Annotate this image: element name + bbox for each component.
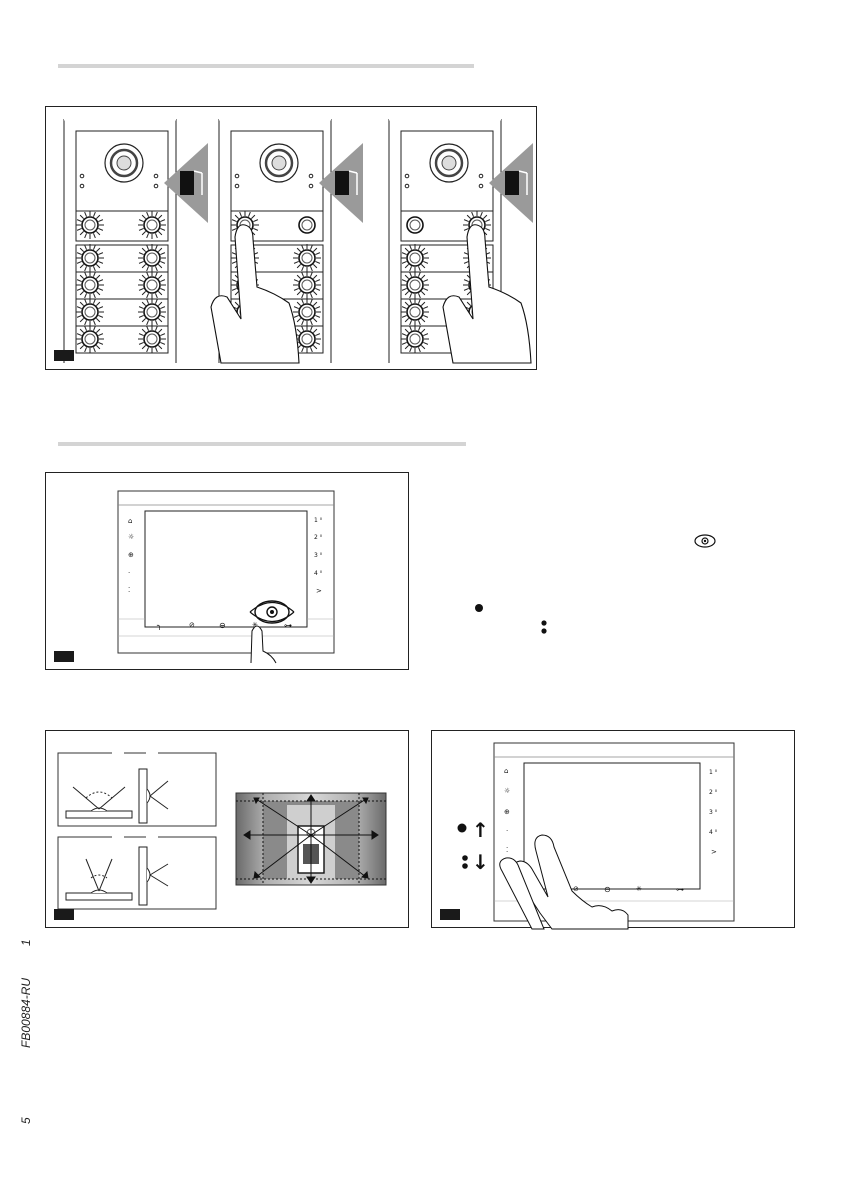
monitor-left-key-4[interactable]: · [506, 827, 508, 835]
single-dot-icon [474, 603, 484, 613]
figure-monitor-view: ⌂ ☼ ⊕ · ⁚ 1 ⁰ 2 ⁰ 3 ⁰ 4 ⁰ > ╮ ⊘ ⊖ ✳ ⊶ [45, 472, 409, 670]
monitor-bottom-key-4[interactable]: ✳ [636, 885, 642, 893]
monitor-left-key-1[interactable]: ⌂ [128, 517, 132, 525]
monitor-right-key-4[interactable]: 4 ⁰ [709, 829, 717, 836]
monitor-left-key-3[interactable]: ⊕ [504, 808, 510, 816]
monitor-left-key-2[interactable]: ☼ [128, 533, 134, 541]
monitor-bottom-key-3[interactable]: ⊖ [219, 621, 226, 630]
monitor-left-key-1[interactable]: ⌂ [504, 767, 508, 775]
monitor-right-key-1[interactable]: 1 ⁰ [314, 517, 322, 524]
figure-entrance-panel [45, 106, 537, 370]
page-number: 5 [19, 1117, 33, 1124]
monitor-bottom-key-2[interactable]: ⊘ [189, 621, 195, 629]
camera-angle-illustration [46, 731, 410, 929]
monitor-right-key-3[interactable]: 3 ⁰ [314, 552, 322, 559]
entrance-panel-illustration [46, 107, 538, 371]
figure-scroll-control: ⌂ ☼ ⊕ · ⁚ 1 ⁰ 2 ⁰ 3 ⁰ 4 ⁰ > ⊘ ⊖ ✳ ⊶ ↑ ↓ [431, 730, 795, 928]
monitor-bottom-key-5[interactable]: ⊶ [676, 885, 684, 894]
double-dot-icon [539, 619, 549, 635]
monitor-right-key-2[interactable]: 2 ⁰ [709, 789, 717, 796]
monitor-right-key-3[interactable]: 3 ⁰ [709, 809, 717, 816]
figure-number-tag [54, 350, 74, 361]
section-divider-1 [58, 64, 474, 68]
monitor-right-key-1[interactable]: 1 ⁰ [709, 769, 717, 776]
monitor-left-key-4[interactable]: · [128, 569, 130, 577]
monitor-left-key-2[interactable]: ☼ [504, 787, 510, 795]
monitor-left-key-5[interactable]: ⁚ [128, 586, 130, 594]
monitor-right-key-5[interactable]: > [711, 848, 717, 856]
entrance-panel [211, 119, 363, 363]
arrow-down-icon: ↓ [472, 850, 489, 874]
monitor-right-key-5[interactable]: > [316, 587, 322, 595]
monitor-bottom-key-2[interactable]: ⊘ [573, 885, 579, 893]
revision-number: 1 [19, 939, 33, 946]
figure-camera-angle [45, 730, 409, 928]
document-code: FB00884-RU [19, 978, 33, 1048]
figure-number-tag [54, 909, 74, 920]
monitor-right-key-4[interactable]: 4 ⁰ [314, 570, 322, 577]
monitor-left-key-5[interactable]: ⁚ [506, 846, 508, 854]
section-divider-2 [58, 442, 466, 446]
arrow-up-icon: ↑ [472, 818, 489, 842]
monitor-bottom-key-5[interactable]: ⊶ [284, 621, 292, 630]
figure-number-tag [54, 651, 74, 662]
monitor-left-key-3[interactable]: ⊕ [128, 551, 134, 559]
entrance-panel [64, 119, 208, 363]
figure-number-tag [440, 909, 460, 920]
eye-icon [692, 533, 718, 549]
monitor-bottom-key-1[interactable]: ╮ [157, 621, 162, 630]
monitor-right-key-2[interactable]: 2 ⁰ [314, 534, 322, 541]
monitor-bottom-key-3[interactable]: ⊖ [604, 885, 611, 894]
monitor-illustration [46, 473, 410, 671]
entrance-panel [389, 119, 533, 363]
monitor-bottom-key-4[interactable]: ✳ [252, 621, 258, 629]
